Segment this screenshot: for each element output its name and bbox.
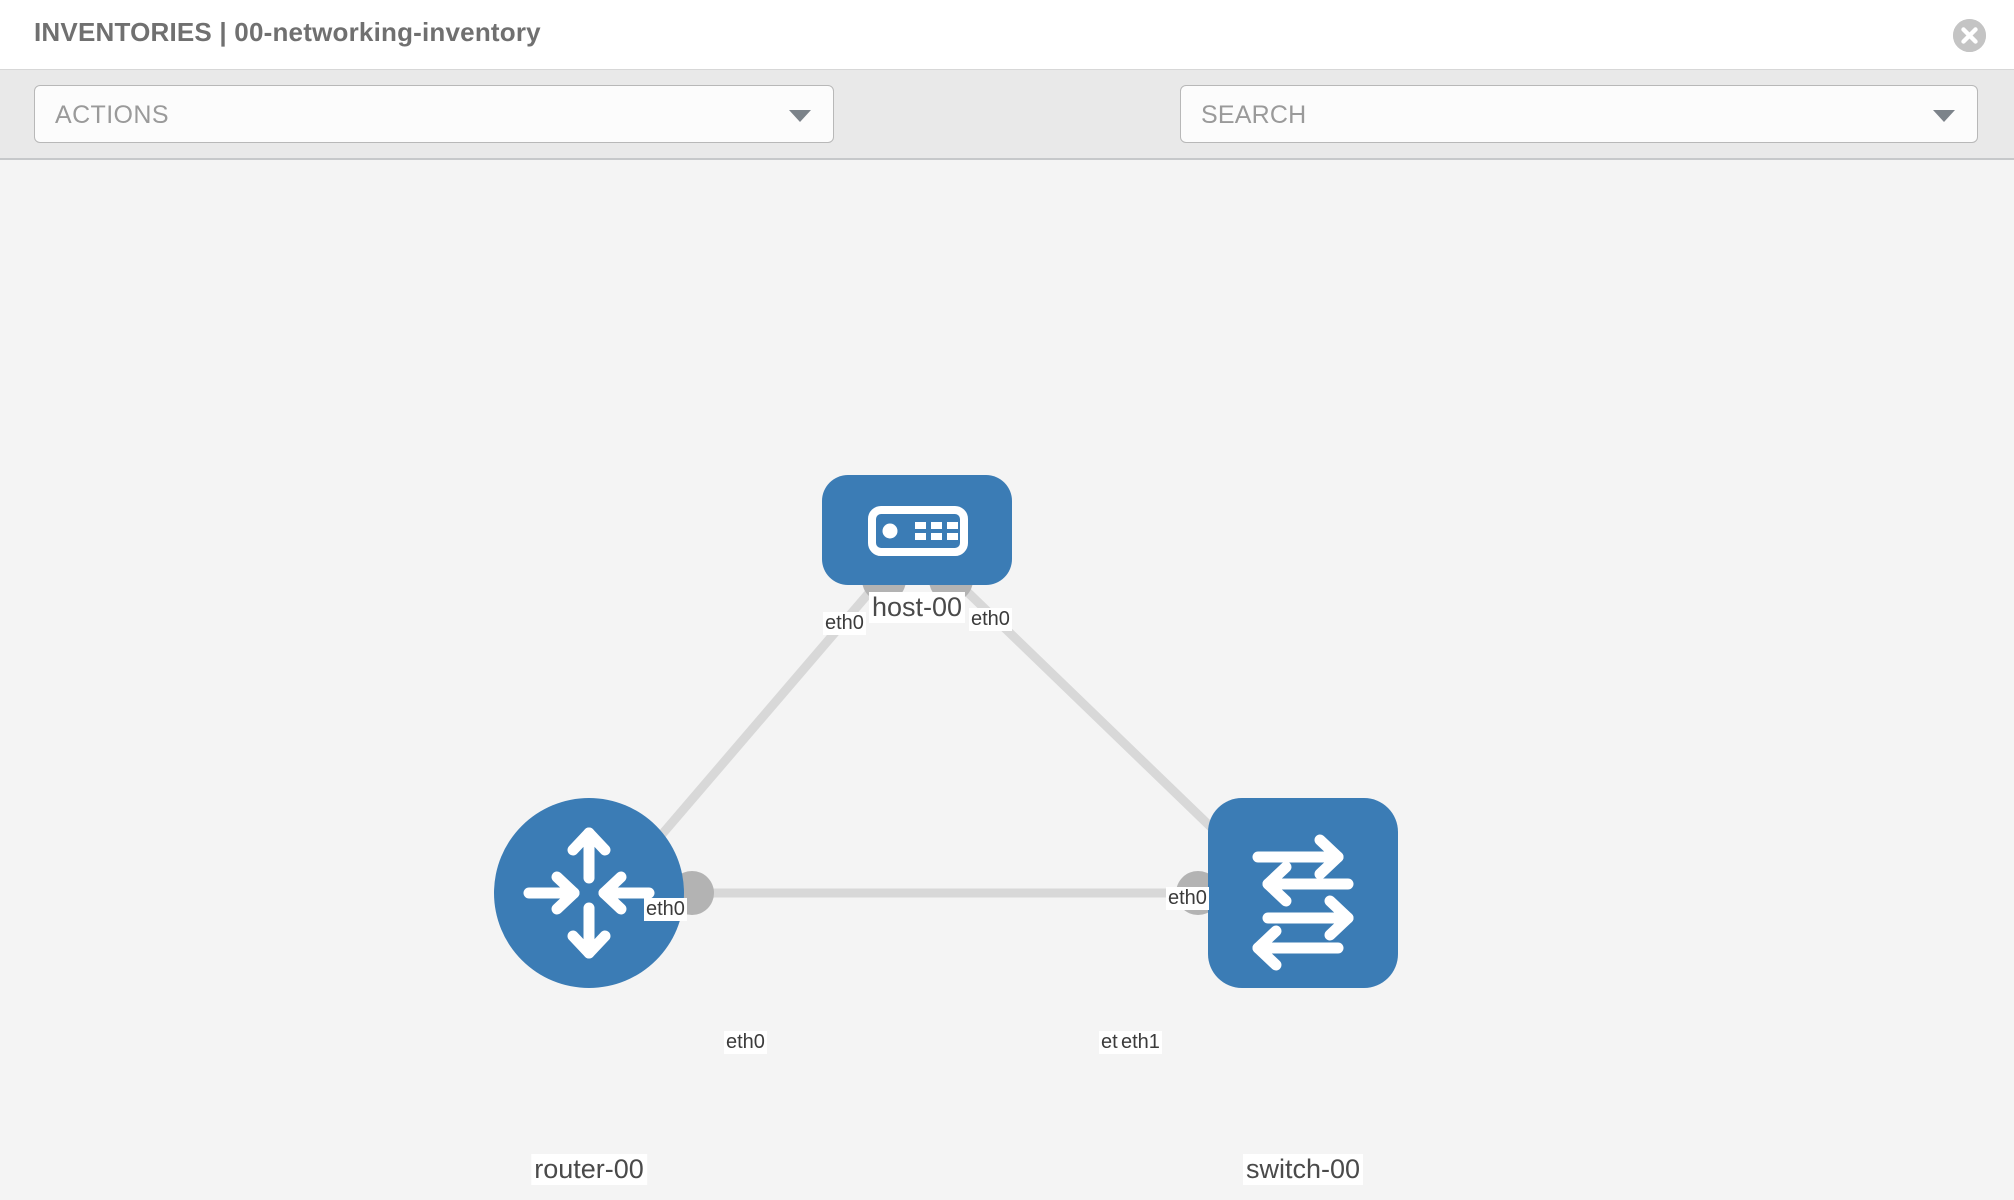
edge-label-router00-eth0: eth0	[724, 1031, 767, 1054]
switch-arrows-icon	[1252, 834, 1354, 971]
page-title: INVENTORIES | 00-networking-inventory	[34, 17, 541, 47]
edge-label-switch00-eth1: eth1	[1119, 1031, 1162, 1054]
node-label-host-00: host-00	[868, 592, 966, 623]
edge-label-router00-uplink-eth0: eth0	[644, 898, 687, 921]
chevron-down-icon	[789, 110, 811, 122]
close-icon[interactable]	[1953, 19, 1986, 52]
edge-label-host00-eth0-left: eth0	[823, 612, 866, 635]
toolbar: ACTIONS SEARC	[0, 70, 2014, 200]
page-header: INVENTORIES | 00-networking-inventory	[0, 0, 2014, 70]
node-router-00[interactable]	[494, 798, 684, 988]
node-host-00[interactable]	[822, 475, 1012, 585]
search-chevron-down-icon[interactable]	[1933, 110, 1955, 122]
actions-dropdown-label: ACTIONS	[55, 101, 169, 129]
node-switch-00[interactable]	[1208, 798, 1398, 988]
actions-dropdown[interactable]: ACTIONS	[34, 85, 834, 143]
edge-label-switch00-uplink-eth0: eth0	[1166, 887, 1209, 910]
topology-graph	[494, 475, 1398, 988]
search-input[interactable]: SEARCH	[1180, 85, 1978, 143]
server-icon	[868, 506, 968, 556]
topology-links	[636, 576, 1249, 898]
topology-canvas[interactable]: host-00 router-00 switch-00 eth0 eth0 et…	[0, 160, 2014, 1200]
edge-label-host00-eth0-right: eth0	[969, 608, 1012, 631]
node-label-router-00: router-00	[531, 1154, 647, 1185]
router-arrows-icon	[523, 827, 655, 959]
search-placeholder: SEARCH	[1201, 101, 1307, 129]
node-label-switch-00: switch-00	[1242, 1154, 1364, 1185]
